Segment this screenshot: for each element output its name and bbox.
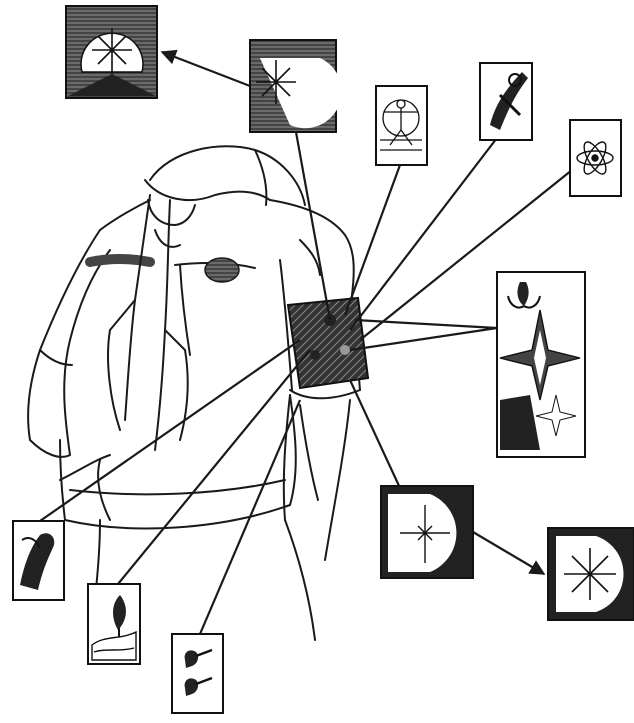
shirt-illustration (28, 146, 360, 640)
pipes-badge (172, 634, 223, 713)
fleur-compass-badge (497, 272, 585, 457)
tool-badge (480, 63, 532, 140)
vitruvian-badge (376, 86, 427, 165)
hand-badge (13, 521, 64, 600)
shield-star-badge (548, 528, 634, 620)
atom-badge (570, 120, 621, 196)
tree-badge (88, 584, 140, 664)
shield-cross-badge (381, 486, 473, 578)
compass-badge-top-center (250, 40, 342, 132)
compass-badge-top-left (66, 6, 157, 98)
chest-badge-icon (205, 258, 239, 282)
